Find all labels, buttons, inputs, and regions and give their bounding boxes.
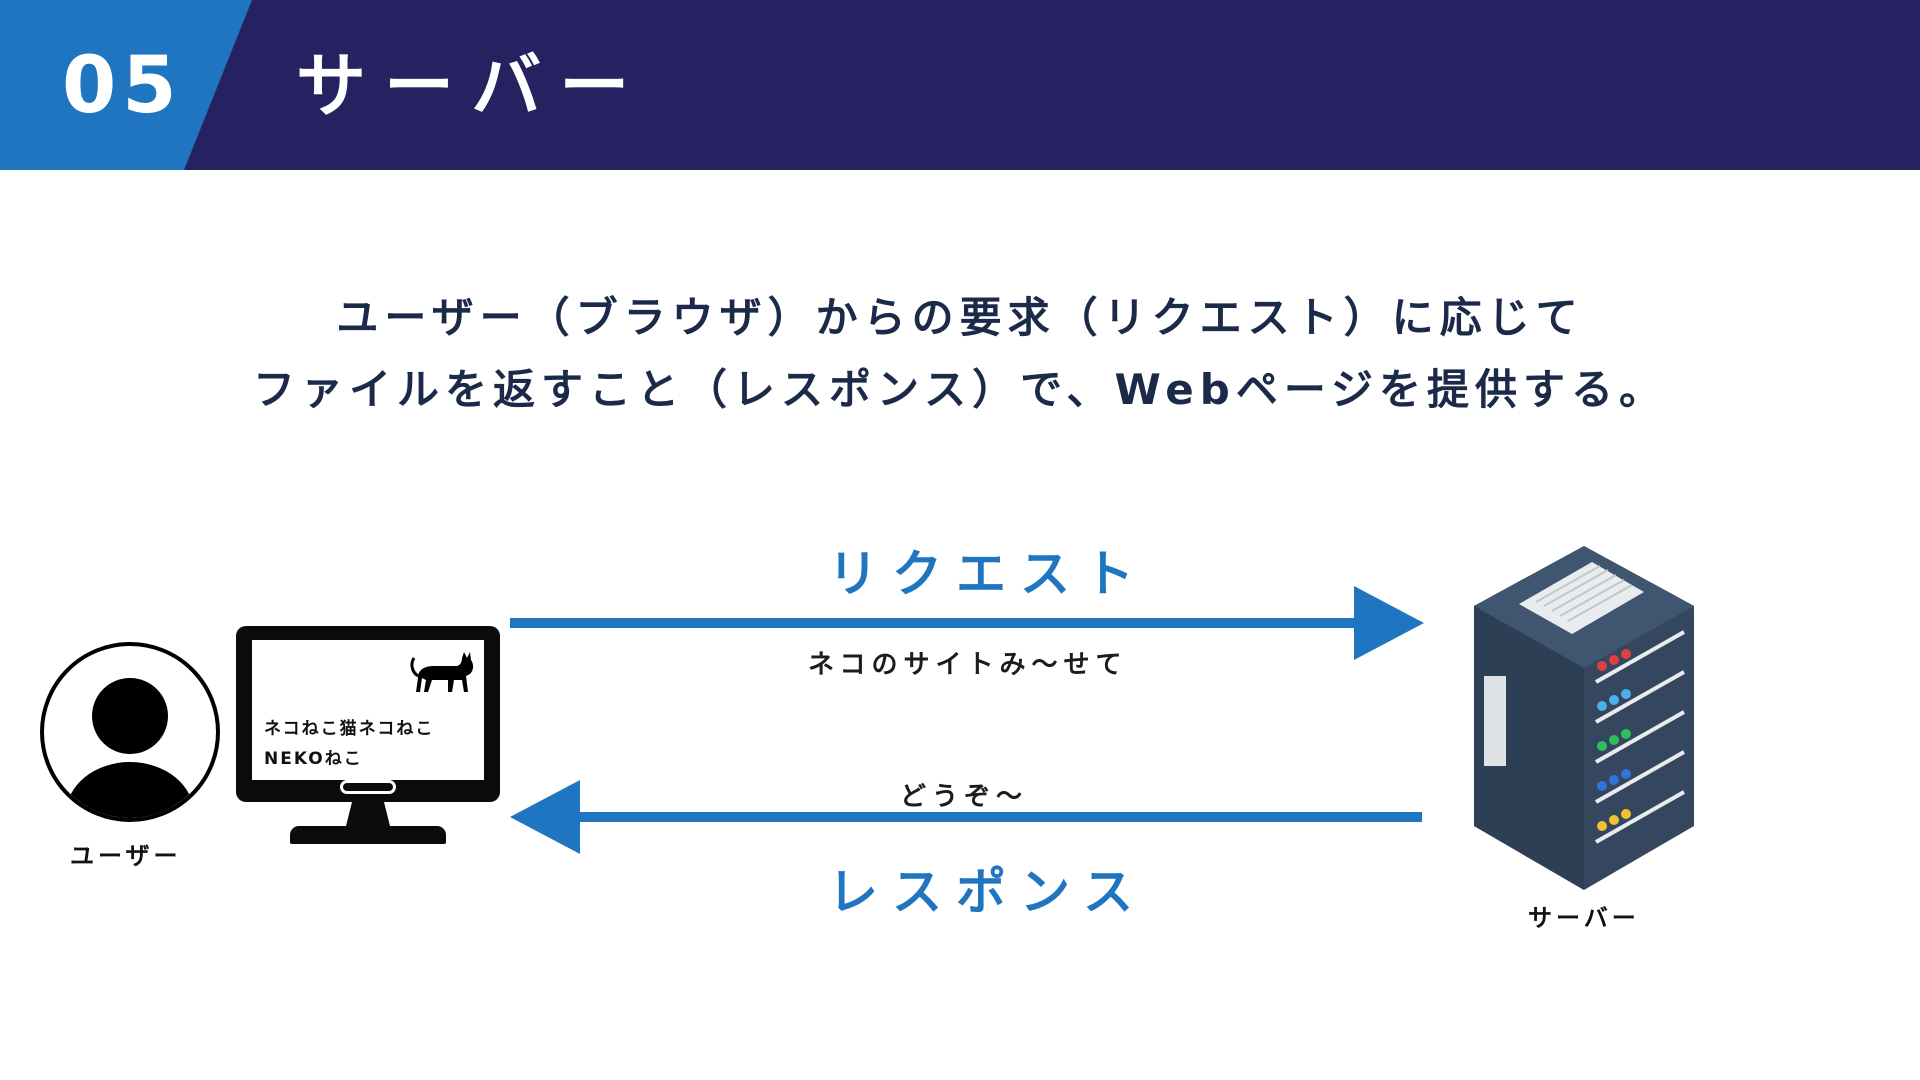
description: ユーザー（ブラウザ）からの要求（リクエスト）に応じて ファイルを返すこと（レスポ…: [0, 282, 1920, 426]
screen-text-line-2: NEKOねこ: [264, 749, 363, 769]
description-line-2: ファイルを返すこと（レスポンス）で、Webページを提供する。: [252, 365, 1668, 414]
request-arrowhead-icon: [1354, 586, 1424, 660]
screen-text-line-1: ネコねこ猫ネコねこ: [264, 719, 435, 739]
response-arrowhead-icon: [510, 780, 580, 854]
request-label: リクエスト: [828, 545, 1148, 603]
monitor-power-button: [340, 780, 396, 794]
user-label: ユーザー: [70, 842, 182, 870]
page-title: サーバー: [296, 45, 648, 127]
response-message: どうぞ〜: [900, 782, 1029, 812]
monitor: ネコねこ猫ネコねこ NEKOねこ: [236, 626, 500, 802]
server-icon: [1474, 546, 1694, 890]
header-bar: 05 サーバー: [0, 0, 1920, 170]
monitor-stand-base: [290, 826, 446, 844]
server-label: サーバー: [1528, 904, 1640, 932]
user-icon: [66, 678, 194, 818]
monitor-stand-neck: [346, 802, 390, 826]
monitor-screen: ネコねこ猫ネコねこ NEKOねこ: [252, 640, 484, 780]
description-line-1: ユーザー（ブラウザ）からの要求（リクエスト）に応じて: [336, 293, 1584, 342]
response-arrow-line: [570, 812, 1422, 822]
user-avatar: [40, 642, 220, 822]
request-arrow-line: [510, 618, 1362, 628]
request-message: ネコのサイトみ〜せて: [808, 650, 1128, 680]
cat-icon: [410, 652, 474, 692]
response-label: レスポンス: [828, 863, 1147, 921]
section-number: 05: [62, 41, 183, 131]
